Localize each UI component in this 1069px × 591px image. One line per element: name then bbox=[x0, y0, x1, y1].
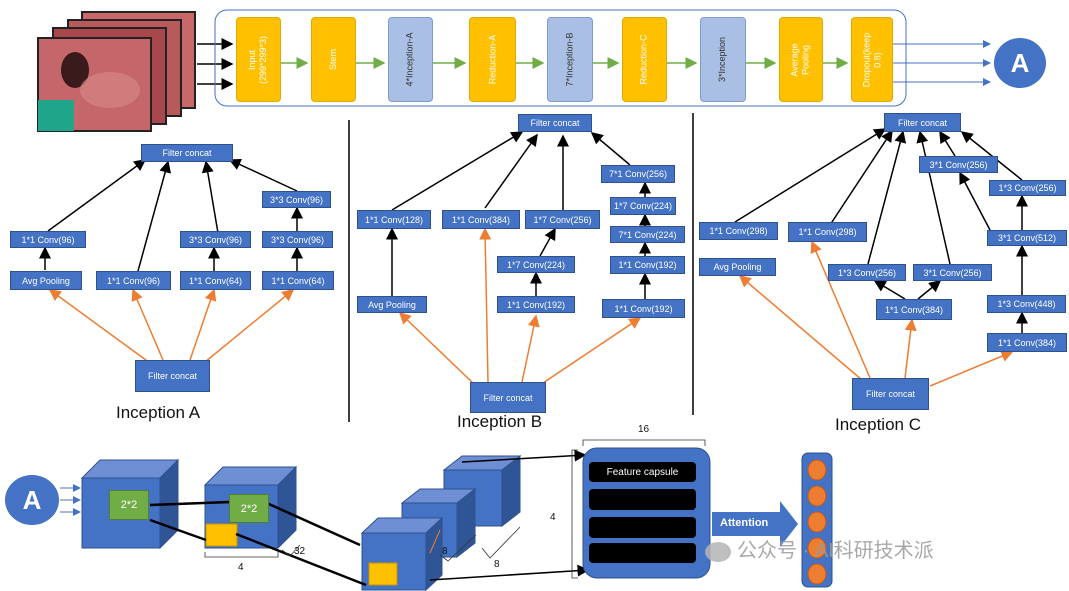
inception-b-filter-concat-bottom: Filter concat bbox=[470, 382, 546, 413]
inception-b-conv-1x7-256: 1*7 Conv(256) bbox=[525, 210, 600, 229]
pipeline-frame bbox=[214, 9, 907, 107]
capsule-input-arrows bbox=[60, 484, 81, 516]
inception-b-conv-1x1-192-b: 1*1 Conv(192) bbox=[610, 256, 685, 274]
inception-c-conv-3x1-256-b: 3*1 Conv(256) bbox=[919, 156, 998, 173]
inception-b-avg-pooling: Avg Pooling bbox=[357, 296, 427, 313]
inception-a-filter-concat-bottom: Filter concat bbox=[135, 360, 210, 392]
wechat-icon bbox=[705, 541, 731, 562]
inception-b-conv-1x1-384: 1*1 Conv(384) bbox=[442, 210, 520, 229]
dim-label-4-width: 4 bbox=[238, 562, 244, 573]
input-node-a: A bbox=[5, 475, 59, 525]
kernel-square-1 bbox=[205, 523, 238, 547]
inception-a-conv-3x3-96-c: 3*3 Conv(96) bbox=[262, 231, 333, 248]
inception-c-conv-3x1-256-a: 3*1 Conv(256) bbox=[913, 264, 992, 281]
inception-c-filter-concat-bottom: Filter concat bbox=[852, 378, 929, 410]
inception-c-conv-1x3-256-b: 1*3 Conv(256) bbox=[989, 180, 1066, 196]
attention-arrow bbox=[712, 501, 798, 547]
watermark: 公众号 · AI科研技术派 bbox=[705, 534, 934, 563]
stage-inception-c: 3*Inception bbox=[700, 17, 746, 102]
inception-b-conv-7x1-256: 7*1 Conv(256) bbox=[601, 165, 675, 183]
dim-label-8-b: 8 bbox=[494, 559, 500, 570]
dim-label-32: 32 bbox=[294, 546, 306, 557]
kernel-square-2 bbox=[368, 562, 398, 586]
stage-reduction-c: Reduction-C bbox=[622, 17, 667, 102]
stage-inception-b: 7*Inception-B bbox=[547, 17, 593, 102]
inception-b-conv-1x7-224-b: 1*7 Conv(224) bbox=[610, 197, 676, 215]
dim-label-4-capsule: 4 bbox=[550, 512, 556, 523]
watermark-text: 公众号 · AI科研技术派 bbox=[737, 540, 934, 562]
inception-c-conv-1x3-256-a: 1*3 Conv(256) bbox=[828, 264, 906, 281]
output-node-a-label: A bbox=[1010, 47, 1030, 78]
inception-a-conv-1x1-96-a: 1*1 Conv(96) bbox=[10, 231, 86, 248]
inception-c-avg-pooling: Avg Pooling bbox=[699, 258, 776, 276]
inception-c-title: Inception C bbox=[835, 415, 921, 434]
stage-stem: Stem bbox=[311, 17, 356, 102]
inception-a-conv-3x3-96-a: 3*3 Conv(96) bbox=[180, 231, 251, 248]
stage-dropout: Dropout(keep 0.8) bbox=[851, 17, 893, 102]
inception-b-conv-7x1-224: 7*1 Conv(224) bbox=[610, 226, 685, 243]
stage-input: Input (299*299*3) bbox=[236, 17, 281, 102]
stage-reduction-a: Reduction-A bbox=[469, 17, 516, 102]
stage-inception-a: 4*Inception-A bbox=[388, 17, 433, 102]
inception-b-title: Inception B bbox=[457, 412, 543, 431]
kernel-box-1-label: 2*2 bbox=[120, 499, 138, 511]
inception-c-conv-1x3-448: 1*3 Conv(448) bbox=[987, 295, 1066, 313]
kernel-box-1: 2*2 bbox=[109, 490, 149, 520]
inception-a-conv-3x3-96-b: 3*3 Conv(96) bbox=[262, 191, 331, 208]
attention-label: Attention bbox=[720, 517, 769, 529]
inception-a-title: Inception A bbox=[116, 403, 201, 422]
inception-a-avg-pooling: Avg Pooling bbox=[10, 271, 82, 290]
inception-b-conv-1x1-128: 1*1 Conv(128) bbox=[357, 210, 431, 229]
inception-c-conv-3x1-512: 3*1 Conv(512) bbox=[987, 230, 1067, 246]
inception-b-filter-concat-top: Filter concat bbox=[518, 114, 592, 132]
inception-c-conv-1x1-298-a: 1*1 Conv(298) bbox=[699, 222, 778, 240]
inception-b-conv-1x1-192-a: 1*1 Conv(192) bbox=[497, 296, 575, 313]
feature-capsule-row-4 bbox=[589, 543, 696, 563]
inception-a-conv-1x1-64-a: 1*1 Conv(64) bbox=[180, 271, 251, 290]
inception-c-conv-1x1-384-b: 1*1 Conv(384) bbox=[987, 333, 1067, 352]
feature-cube-stack bbox=[360, 454, 522, 591]
input-node-a-label: A bbox=[22, 484, 42, 515]
dim-label-16: 16 bbox=[638, 424, 650, 435]
endoscopy-image-stack bbox=[37, 11, 196, 132]
feature-capsule-row-2 bbox=[589, 489, 696, 510]
kernel-box-2: 2*2 bbox=[229, 494, 269, 523]
inception-c-conv-1x1-298-b: 1*1 Conv(298) bbox=[788, 222, 867, 242]
inception-b-conv-1x1-192-c: 1*1 Conv(192) bbox=[602, 299, 685, 318]
inception-a-conv-1x1-96-b: 1*1 Conv(96) bbox=[96, 271, 171, 290]
inception-a-filter-concat-top: Filter concat bbox=[141, 144, 233, 162]
kernel-box-2-label: 2*2 bbox=[240, 502, 258, 515]
feature-capsule-row-1: Feature capsule bbox=[589, 462, 696, 482]
dim-label-8-a: 8 bbox=[442, 546, 448, 557]
feature-capsule-row-3 bbox=[589, 517, 696, 538]
output-nodes bbox=[807, 459, 827, 585]
output-node-a: A bbox=[994, 38, 1046, 88]
inception-a-conv-1x1-64-b: 1*1 Conv(64) bbox=[262, 271, 334, 290]
inception-b-conv-1x7-224-a: 1*7 Conv(224) bbox=[497, 256, 575, 273]
inception-c-filter-concat-top: Filter concat bbox=[884, 113, 961, 132]
inception-c-conv-1x1-384-a: 1*1 Conv(384) bbox=[876, 299, 952, 320]
stage-average-pooling: Average Pooling bbox=[779, 17, 823, 102]
